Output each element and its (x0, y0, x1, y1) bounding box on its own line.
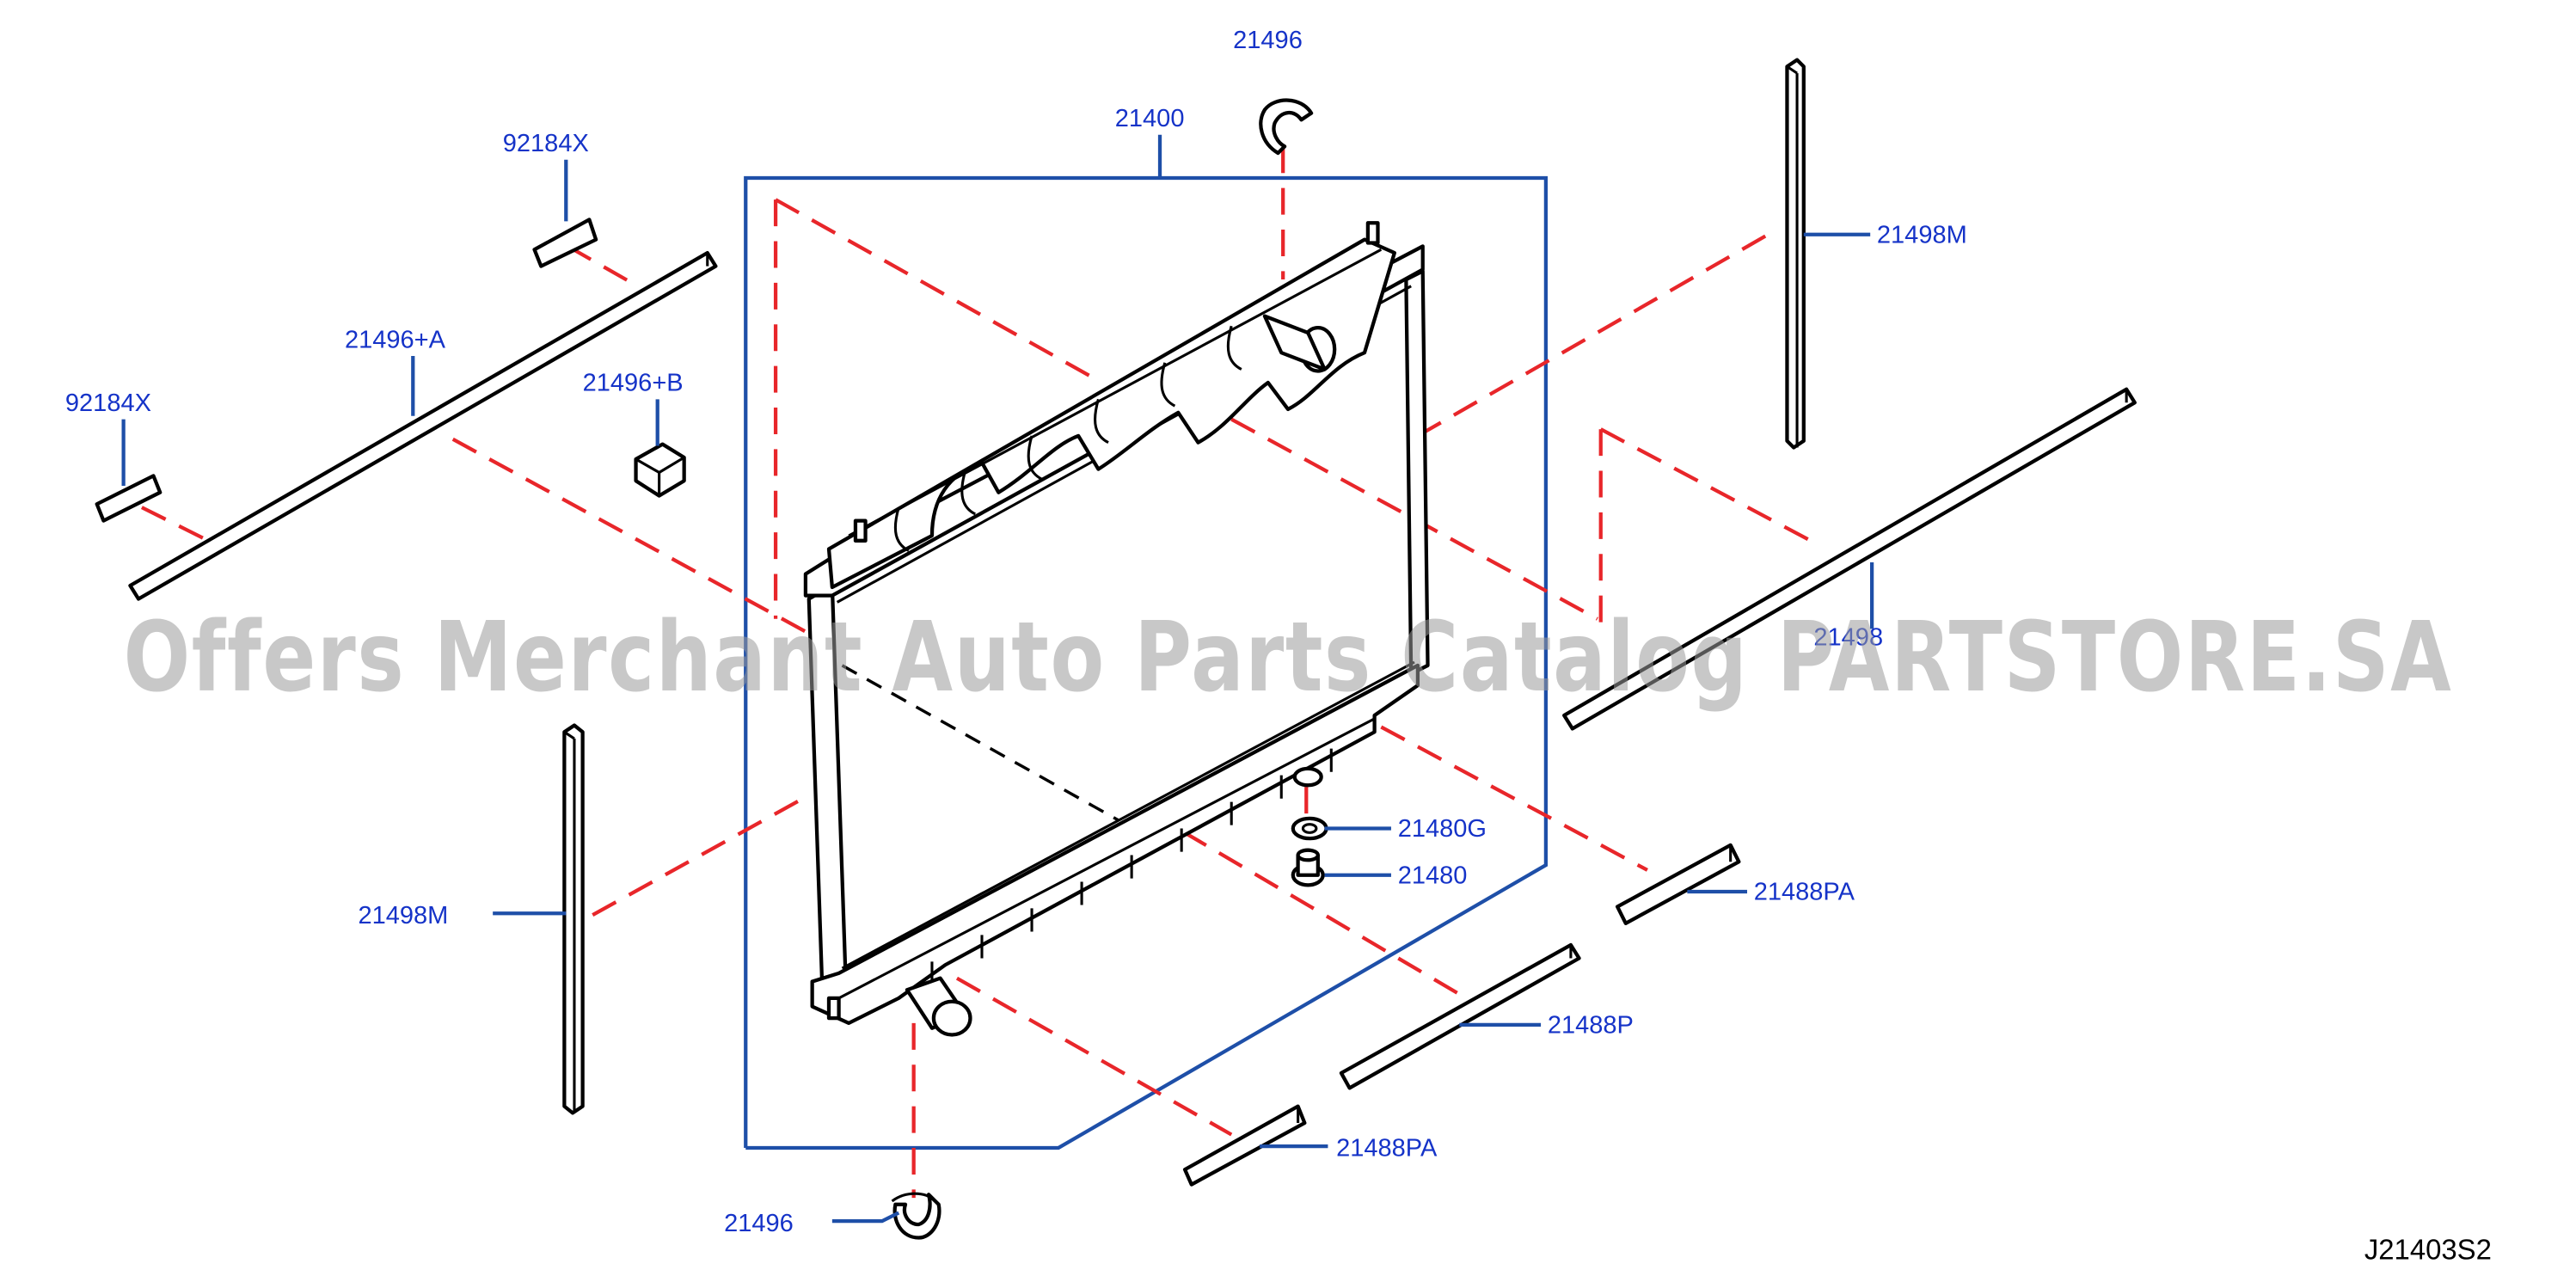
part-labels: 21496 21400 92184X 21496+A 92184X 21496+… (65, 27, 1967, 1237)
label-clip-bottom[interactable]: 21496 (724, 1210, 794, 1237)
seal-vertical-right[interactable] (1785, 58, 1806, 450)
washer-drain[interactable] (1291, 816, 1328, 841)
watermark: Offers Merchant Auto Parts Catalog PARTS… (124, 602, 2453, 714)
seal-upper-left[interactable] (128, 250, 718, 601)
label-radiator[interactable]: 21400 (1115, 105, 1185, 132)
bolt-left-top[interactable] (532, 218, 598, 268)
clip-top[interactable] (1259, 98, 1314, 156)
drain-plug[interactable] (1291, 848, 1325, 887)
label-bolt-left-top[interactable]: 92184X (503, 130, 589, 157)
clip-bottom[interactable] (891, 1192, 941, 1240)
label-seal-upper-left[interactable]: 21496+A (345, 326, 446, 353)
block-small[interactable] (634, 442, 686, 498)
assembly-outline (744, 134, 1549, 1150)
label-seal-right-long[interactable]: 21498 (1813, 624, 1883, 652)
radiator[interactable] (803, 221, 1430, 1037)
seal-bottom[interactable] (1339, 942, 1581, 1090)
bolt-left[interactable] (95, 474, 163, 523)
pad-bottom[interactable] (1182, 1104, 1307, 1187)
leader-lines (121, 159, 1874, 1224)
seal-vertical-left[interactable] (562, 723, 585, 1115)
assembly-lines (140, 146, 1815, 1199)
label-seal-bottom[interactable]: 21488P (1548, 1012, 1634, 1040)
pad-right[interactable] (1615, 843, 1741, 925)
diagram-code: J21403S2 (2364, 1234, 2492, 1266)
label-bolt-left[interactable]: 92184X (65, 390, 151, 417)
label-block-small[interactable]: 21496+B (583, 370, 684, 397)
label-seal-vertical-right[interactable]: 21498M (1877, 221, 1967, 248)
label-clip-top[interactable]: 21496 (1233, 27, 1303, 54)
label-drain-plug[interactable]: 21480 (1398, 862, 1468, 889)
label-washer-drain[interactable]: 21480G (1398, 815, 1487, 843)
label-seal-vertical-left[interactable]: 21498M (358, 902, 448, 929)
seal-right-long[interactable] (1562, 387, 2137, 731)
label-pad-right[interactable]: 21488PA (1754, 879, 1855, 906)
label-pad-bottom[interactable]: 21488PA (1336, 1135, 1438, 1163)
